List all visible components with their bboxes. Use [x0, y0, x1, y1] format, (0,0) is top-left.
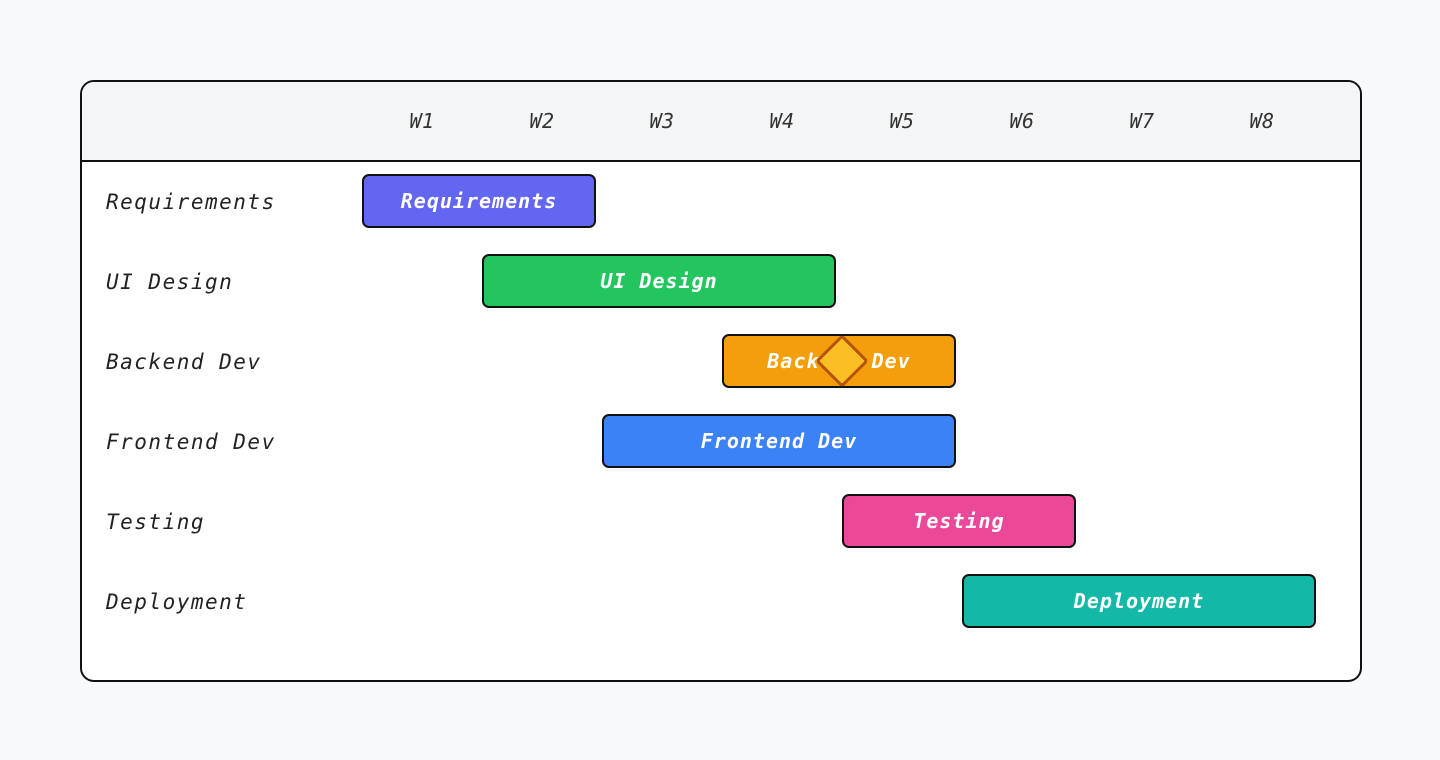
task-row-label: UI Design: [106, 270, 234, 294]
task-bar[interactable]: Requirements: [362, 174, 596, 228]
task-bar[interactable]: Deployment: [962, 574, 1316, 628]
task-row-label: Deployment: [106, 590, 248, 614]
task-bar[interactable]: Testing: [842, 494, 1076, 548]
week-label-w1: W1: [409, 109, 435, 133]
week-label-w7: W7: [1129, 109, 1155, 133]
week-label-w4: W4: [769, 109, 795, 133]
week-header: W1 W2 W3 W4 W5 W6 W7 W8: [82, 82, 1360, 162]
task-bar[interactable]: Frontend Dev: [602, 414, 956, 468]
task-row-label: Backend Dev: [106, 350, 262, 374]
week-label-w8: W8: [1249, 109, 1275, 133]
week-label-w6: W6: [1009, 109, 1035, 133]
task-row-label: Frontend Dev: [106, 430, 276, 454]
task-row-label: Requirements: [106, 190, 276, 214]
task-row-label: Testing: [106, 510, 206, 534]
week-label-w5: W5: [889, 109, 915, 133]
week-label-w3: W3: [649, 109, 675, 133]
task-bar[interactable]: UI Design: [482, 254, 836, 308]
week-label-w2: W2: [529, 109, 555, 133]
gantt-chart: W1 W2 W3 W4 W5 W6 W7 W8 Requirements Requirement…: [80, 80, 1362, 682]
